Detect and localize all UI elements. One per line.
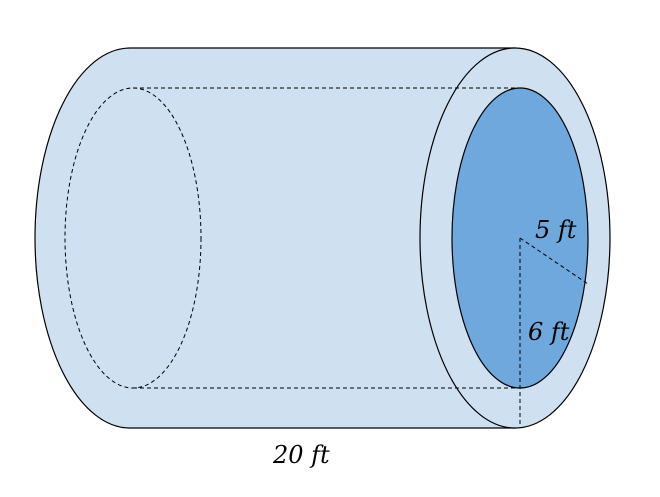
cylinder-body <box>34 47 516 429</box>
length-label: 20 ft <box>272 441 330 469</box>
inner-radius-label: 5 ft <box>535 216 577 244</box>
outer-radius-label: 6 ft <box>528 318 570 346</box>
